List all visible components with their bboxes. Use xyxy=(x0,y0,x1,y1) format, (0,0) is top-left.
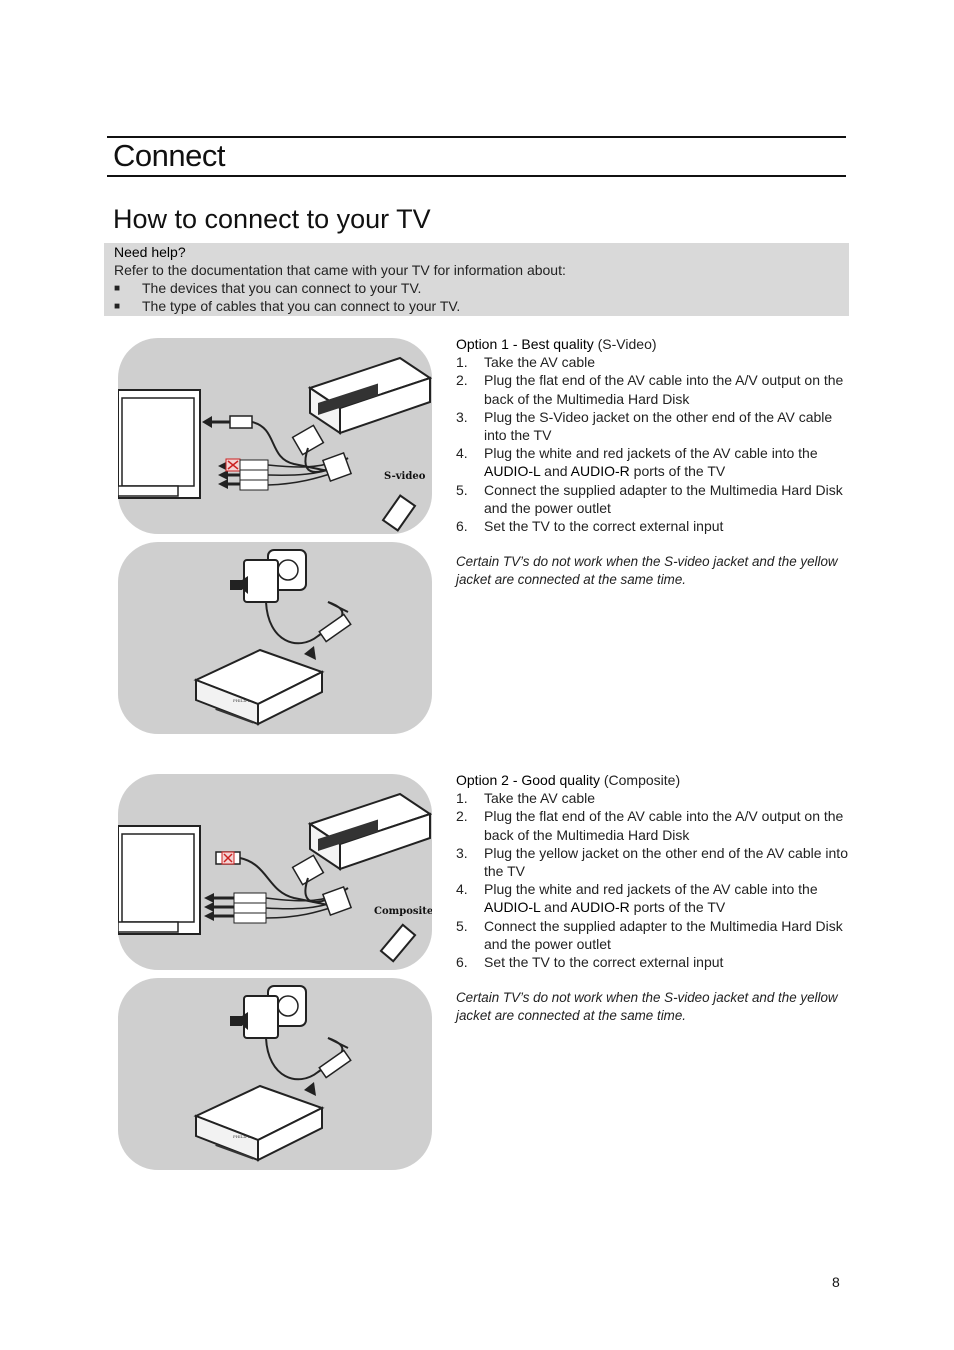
step-text: Set the TV to the correct external input xyxy=(484,518,724,535)
step-number: 1. xyxy=(456,790,468,807)
step-text: Plug the yellow jacket on the other end … xyxy=(484,844,848,880)
step-text: Connect the supplied adapter to the Mult… xyxy=(484,917,843,952)
port-label: AUDIO-L xyxy=(484,899,541,916)
power-adapter-illustration: PHILIPS xyxy=(118,542,432,734)
port-label: AUDIO-R xyxy=(570,899,630,916)
brand-label: PHILIPS xyxy=(233,1134,251,1139)
list-item: 6. Set the TV to the correct external inp… xyxy=(456,953,848,971)
list-item: 4. Plug the white and red jackets of the … xyxy=(456,444,848,480)
page-number: 8 xyxy=(832,1274,840,1290)
step-text: Connect the supplied adapter to the Mult… xyxy=(484,481,843,516)
power-adapter-illustration: PHILIPS xyxy=(118,978,432,1170)
step-text: and xyxy=(540,899,571,916)
bullet-icon: ■ xyxy=(114,301,121,312)
help-intro: Refer to the documentation that came wit… xyxy=(114,262,566,278)
bottom-rule xyxy=(107,175,846,177)
step-text: Take the AV cable xyxy=(484,354,596,371)
step-number: 6. xyxy=(456,954,468,971)
page-heading: How to connect to your TV xyxy=(113,204,431,234)
step-text: Plug the flat end of the AV cable into t… xyxy=(484,372,844,407)
list-item: 5. Connect the supplied adapter to the Mu… xyxy=(456,481,848,517)
list-item: 2. Plug the flat end of the AV cable into… xyxy=(456,807,848,843)
step-text: ports of the TV xyxy=(629,463,726,480)
step-text: Plug the S-Video jacket on the other end… xyxy=(484,408,833,444)
brand-label: PHILIPS xyxy=(233,698,251,703)
av-connection-illustration: S-video xyxy=(118,338,432,534)
step-text: Plug the flat end of the AV cable into t… xyxy=(484,808,844,843)
option-title: Option 2 - Good quality xyxy=(456,772,600,788)
step-text: Set the TV to the correct external input xyxy=(484,954,724,971)
step-number: 4. xyxy=(456,881,468,898)
step-text: Take the AV cable xyxy=(484,790,596,807)
s-video-label: S-video xyxy=(384,471,426,482)
option-quality: (Composite) xyxy=(603,772,681,788)
list-item: 5. Connect the supplied adapter to the Mu… xyxy=(456,917,848,953)
step-text: Plug the white and red jackets of the AV… xyxy=(484,881,818,898)
option-quality: (S-Video) xyxy=(597,336,657,352)
port-label: AUDIO-R xyxy=(570,463,630,480)
step-number: 1. xyxy=(456,354,468,371)
port-label: AUDIO-L xyxy=(484,463,541,480)
step-number: 5. xyxy=(456,917,468,934)
top-rule xyxy=(107,136,846,138)
option-2: Option 2 - Good quality (Composite) 1. Ta… xyxy=(456,771,848,1026)
step-number: 3. xyxy=(456,844,468,861)
step-text: and xyxy=(540,463,571,480)
list-item: 1. Take the AV cable xyxy=(456,353,848,371)
list-item: 2. Plug the flat end of the AV cable into… xyxy=(456,371,848,407)
option-note: Certain TV’s do not work when the S-vide… xyxy=(456,554,838,588)
help-bullet: The type of cables that you can connect … xyxy=(142,298,461,314)
help-bullet: The devices that you can connect to your… xyxy=(142,280,422,296)
step-text: Plug the white and red jackets of the AV… xyxy=(484,445,818,462)
option-title: Option 1 - Best quality xyxy=(456,336,594,352)
bullet-icon: ■ xyxy=(114,283,121,294)
step-number: 5. xyxy=(456,481,468,498)
list-item: 3. Plug the yellow jacket on the other en… xyxy=(456,844,848,880)
list-item: 1. Take the AV cable xyxy=(456,789,848,807)
list-item: 6. Set the TV to the correct external inp… xyxy=(456,517,848,535)
list-item: 4. Plug the white and red jackets of the … xyxy=(456,880,848,916)
option-1: Option 1 - Best quality (S-Video) 1. Take… xyxy=(456,335,848,590)
step-number: 6. xyxy=(456,518,468,535)
step-number: 2. xyxy=(456,372,468,389)
section-title: Connect xyxy=(113,138,225,173)
help-title: Need help? xyxy=(114,244,186,260)
step-number: 4. xyxy=(456,445,468,462)
step-number: 2. xyxy=(456,808,468,825)
av-connection-illustration: Composite xyxy=(118,774,432,970)
help-box: Need help? Refer to the documentation th… xyxy=(104,243,849,316)
list-item: 3. Plug the S-Video jacket on the other e… xyxy=(456,408,848,444)
option-note: Certain TV’s do not work when the S-vide… xyxy=(456,990,838,1024)
composite-label: Composite xyxy=(374,906,432,917)
step-text: ports of the TV xyxy=(629,899,726,916)
step-number: 3. xyxy=(456,408,468,425)
